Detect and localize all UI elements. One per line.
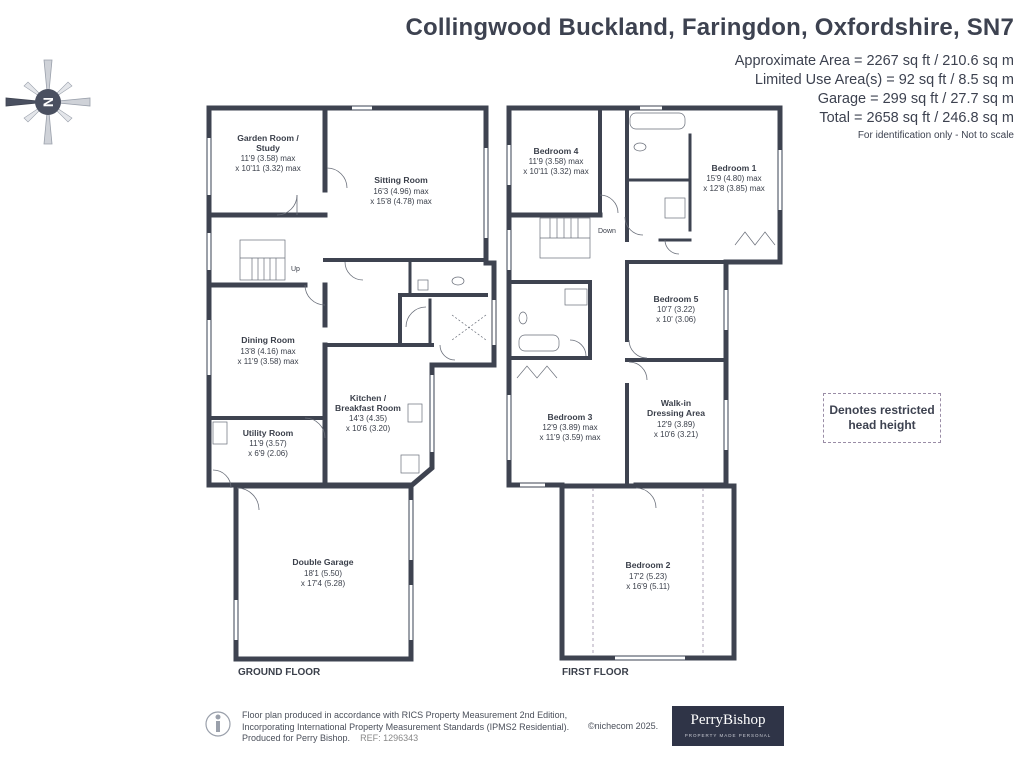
restricted-line-1: Denotes restricted — [829, 403, 935, 417]
svg-text:Bedroom 4: Bedroom 4 — [534, 146, 579, 156]
svg-text:18'1 (5.50): 18'1 (5.50) — [304, 569, 342, 578]
rics-icon — [205, 711, 231, 737]
svg-text:12'9 (3.89) max: 12'9 (3.89) max — [542, 423, 597, 432]
footer-text: Floor plan produced in accordance with R… — [242, 710, 569, 745]
bathroom-shower-icon — [564, 288, 588, 306]
room-sitting-room: Sitting Room 16'3 (4.96) max x 15'8 (4.7… — [370, 175, 432, 206]
kitchen-sink-icon — [407, 403, 423, 423]
scale-note: For identification only - Not to scale — [857, 130, 1014, 141]
svg-text:12'9 (3.89): 12'9 (3.89) — [657, 420, 695, 429]
hob-icon — [400, 454, 420, 474]
svg-text:Breakfast Room: Breakfast Room — [335, 403, 401, 413]
sink-icon — [212, 421, 228, 445]
svg-text:x 11'9 (3.59) max: x 11'9 (3.59) max — [540, 433, 601, 442]
first-floor-label: FIRST FLOOR — [562, 667, 629, 678]
shower-icon — [664, 197, 686, 219]
stairs-up-label: Up — [291, 266, 300, 273]
svg-text:Study: Study — [256, 143, 280, 153]
room-walk-in-dressing: Walk-in Dressing Area 12'9 (3.89) x 10'6… — [647, 398, 705, 439]
footer-line-3: Produced for Perry Bishop. REF: 1296343 — [242, 733, 569, 745]
svg-text:13'8 (4.16) max: 13'8 (4.16) max — [240, 347, 295, 356]
svg-text:x 10'6 (3.21): x 10'6 (3.21) — [654, 430, 699, 439]
ensuite-toilet-icon — [633, 142, 647, 152]
basin-icon — [417, 279, 429, 291]
svg-text:x 17'4 (5.28): x 17'4 (5.28) — [301, 579, 346, 588]
footer-line-1: Floor plan produced in accordance with R… — [242, 710, 568, 720]
svg-text:x 6'9 (2.06): x 6'9 (2.06) — [248, 449, 288, 458]
restricted-height-lines — [592, 488, 704, 655]
logo-tagline: PROPERTY MADE PERSONAL — [684, 733, 772, 738]
limited-use-area: Limited Use Area(s) = 92 sq ft / 8.5 sq … — [754, 72, 1014, 88]
wardrobe-icon — [734, 231, 776, 246]
first-stairs — [539, 217, 591, 259]
svg-text:11'9 (3.57): 11'9 (3.57) — [249, 439, 287, 448]
room-garden-room: Garden Room / Study 11'9 (3.58) max x 10… — [235, 133, 300, 173]
room-bedroom-4: Bedroom 4 11'9 (3.58) max x 10'11 (3.32)… — [523, 146, 588, 176]
room-bedroom-3: Bedroom 3 12'9 (3.89) max x 11'9 (3.59) … — [540, 412, 601, 442]
svg-text:x 11'9 (3.58) max: x 11'9 (3.58) max — [238, 357, 299, 366]
svg-text:x 10'11 (3.32) max: x 10'11 (3.32) max — [235, 164, 300, 173]
bathroom-bath-icon — [518, 334, 560, 352]
svg-text:16'3 (4.96) max: 16'3 (4.96) max — [373, 187, 428, 196]
svg-text:15'9 (4.80) max: 15'9 (4.80) max — [706, 174, 761, 183]
garage-area: Garage = 299 sq ft / 27.7 sq m — [817, 91, 1014, 107]
svg-text:Double Garage: Double Garage — [292, 557, 353, 567]
reference: REF: 1296343 — [360, 733, 419, 743]
room-bedroom-2: Bedroom 2 17'2 (5.23) x 16'9 (5.11) — [626, 560, 671, 591]
ground-outer-wall — [206, 105, 497, 368]
room-bedroom-5: Bedroom 5 10'7 (3.22) x 10' (3.06) — [654, 294, 699, 324]
room-utility: Utility Room 11'9 (3.57) x 6'9 (2.06) — [243, 428, 294, 458]
restricted-height-legend: Denotes restricted head height — [823, 393, 941, 443]
room-kitchen: Kitchen / Breakfast Room 14'3 (4.35) x 1… — [335, 393, 401, 433]
perry-bishop-logo: PerryBishop PROPERTY MADE PERSONAL — [672, 706, 784, 746]
svg-text:14'3 (4.35): 14'3 (4.35) — [349, 414, 387, 423]
compass-icon: N — [5, 59, 91, 145]
svg-text:x 15'8 (4.78) max: x 15'8 (4.78) max — [370, 197, 432, 206]
svg-text:x 10'6 (3.20): x 10'6 (3.20) — [346, 424, 391, 433]
ground-floor-label: GROUND FLOOR — [238, 667, 321, 678]
stairs-down-label: Down — [598, 228, 616, 235]
approximate-area: Approximate Area = 2267 sq ft / 210.6 sq… — [734, 53, 1014, 69]
room-bedroom-1: Bedroom 1 15'9 (4.80) max x 12'8 (3.85) … — [703, 163, 765, 193]
svg-text:Walk-in: Walk-in — [661, 398, 691, 408]
room-dining-room: Dining Room 13'8 (4.16) max x 11'9 (3.58… — [238, 335, 299, 366]
compass-north-label: N — [40, 97, 56, 107]
svg-text:10'7 (3.22): 10'7 (3.22) — [657, 305, 695, 314]
svg-text:x 16'9 (5.11): x 16'9 (5.11) — [626, 582, 670, 591]
room-double-garage: Double Garage 18'1 (5.50) x 17'4 (5.28) — [292, 557, 353, 588]
restricted-line-2: head height — [848, 418, 916, 432]
total-area: Total = 2658 sq ft / 246.8 sq m — [819, 110, 1014, 126]
svg-text:Dining Room: Dining Room — [241, 335, 295, 345]
ground-stairs — [239, 239, 286, 281]
logo-brand: PerryBishop — [690, 712, 766, 728]
svg-text:Sitting Room: Sitting Room — [374, 175, 428, 185]
svg-text:Bedroom 3: Bedroom 3 — [548, 412, 593, 422]
svg-text:Kitchen /: Kitchen / — [350, 393, 387, 403]
svg-text:Dressing Area: Dressing Area — [647, 408, 705, 418]
svg-text:Bedroom 5: Bedroom 5 — [654, 294, 699, 304]
svg-text:x 12'8 (3.85) max: x 12'8 (3.85) max — [703, 184, 765, 193]
bathroom-toilet-icon — [518, 311, 528, 325]
bedroom3-wardrobe-icon — [516, 365, 558, 379]
toilet-icon — [451, 276, 465, 286]
svg-text:Utility Room: Utility Room — [243, 428, 294, 438]
svg-text:x 10' (3.06): x 10' (3.06) — [656, 315, 696, 324]
copyright: ©nichecom 2025. — [588, 721, 659, 731]
svg-text:Garden Room /: Garden Room / — [237, 133, 299, 143]
svg-text:11'9 (3.58) max: 11'9 (3.58) max — [529, 157, 584, 166]
property-title: Collingwood Buckland, Faringdon, Oxfords… — [405, 14, 1014, 41]
svg-text:Bedroom 2: Bedroom 2 — [626, 560, 671, 570]
bath-icon — [629, 112, 686, 130]
svg-text:x 10'11 (3.32) max: x 10'11 (3.32) max — [523, 167, 588, 176]
svg-text:17'2 (5.23): 17'2 (5.23) — [629, 572, 667, 581]
footer-line-2: Incorporating International Property Mea… — [242, 721, 570, 732]
produced-for: Produced for Perry Bishop. — [242, 733, 351, 743]
svg-text:Bedroom 1: Bedroom 1 — [712, 163, 757, 173]
svg-text:11'9 (3.58) max: 11'9 (3.58) max — [241, 154, 296, 163]
